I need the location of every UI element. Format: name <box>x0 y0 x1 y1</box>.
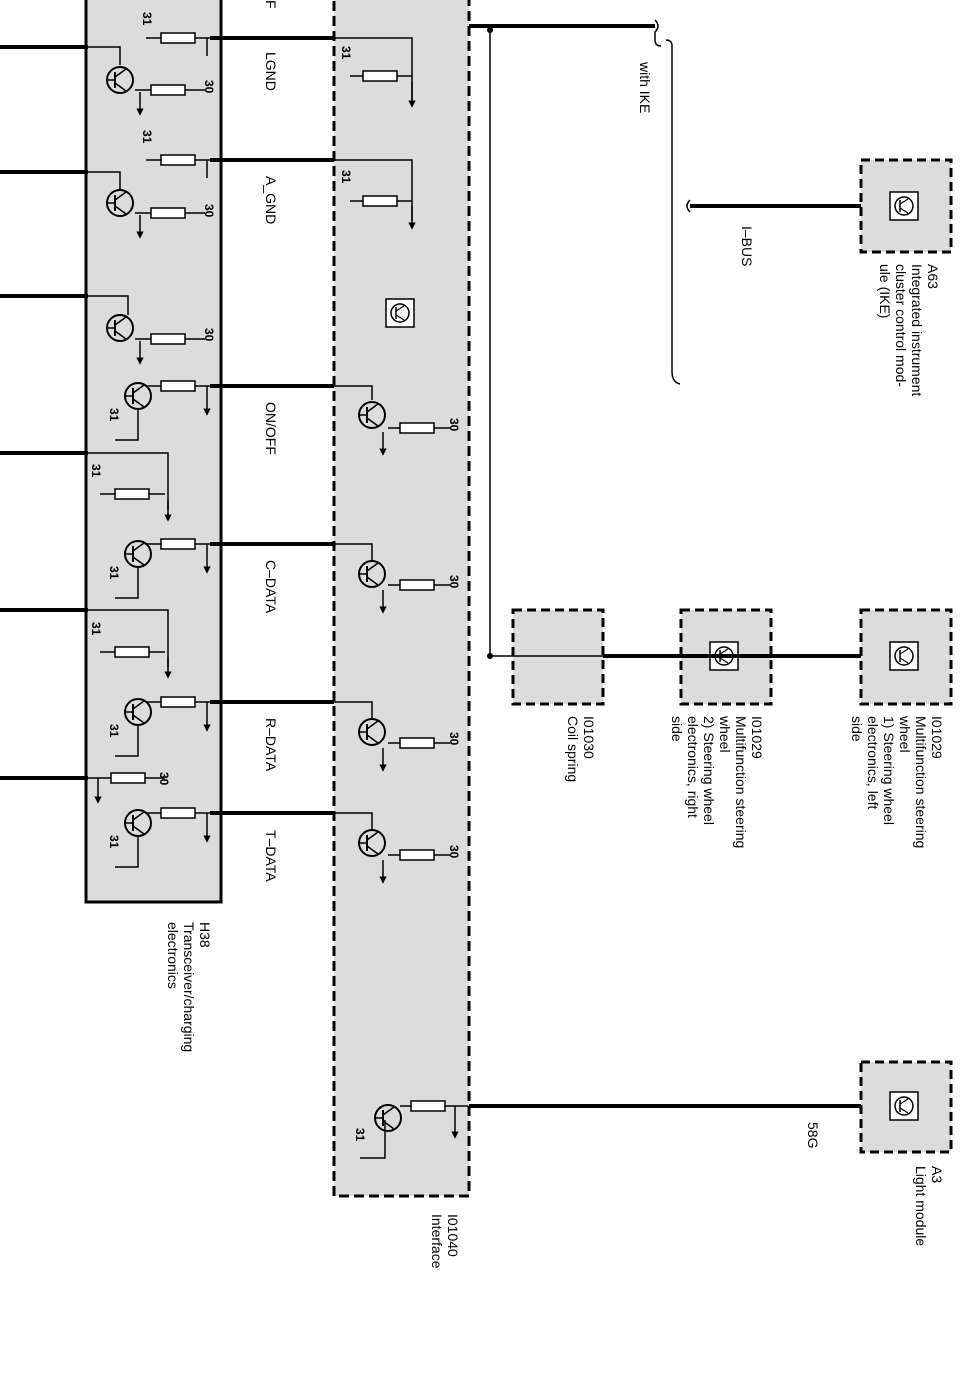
svg-text:31: 31 <box>339 170 353 184</box>
bus-labels: with IKE I–BUS 58G <box>637 61 821 1148</box>
component-labels: H38 Transceiver/charging electronics I01… <box>165 264 945 1269</box>
a63-label: A63 Integrated instrument cluster contro… <box>877 264 941 396</box>
svg-text:Interface: Interface <box>429 1214 445 1269</box>
i-bus-label: I–BUS <box>739 226 755 266</box>
svg-text:31: 31 <box>107 724 121 738</box>
i01030-label: I01030 Coil spring <box>565 716 597 782</box>
svg-text:2) Steering wheel: 2) Steering wheel <box>701 716 717 825</box>
svg-text:electronics, left: electronics, left <box>865 716 881 809</box>
svg-text:31: 31 <box>107 835 121 849</box>
svg-text:31: 31 <box>140 130 154 144</box>
i01040-ecu-icon <box>385 298 415 328</box>
svg-text:Transceiver/charging: Transceiver/charging <box>181 922 197 1052</box>
i01029-left-ecu-icon <box>889 641 919 671</box>
58g-label: 58G <box>805 1122 821 1148</box>
svg-text:31: 31 <box>107 566 121 580</box>
svg-text:A63: A63 <box>925 264 941 289</box>
svg-text:I01030: I01030 <box>581 716 597 759</box>
signal-label-c-data: C–DATA <box>263 560 279 614</box>
signal-label-lgnd: LGND <box>263 52 279 91</box>
h38-label: H38 Transceiver/charging electronics <box>165 922 213 1052</box>
svg-text:30: 30 <box>202 80 216 94</box>
svg-text:side: side <box>849 716 865 742</box>
ground-arrows <box>164 82 416 679</box>
svg-text:30: 30 <box>447 418 461 432</box>
bus-wiring <box>469 19 861 1108</box>
svg-text:cluster control mod-: cluster control mod- <box>893 264 909 387</box>
svg-text:side: side <box>669 716 685 742</box>
svg-text:30: 30 <box>447 732 461 746</box>
svg-text:I01029: I01029 <box>749 716 765 759</box>
signal-label-partial: F <box>263 0 279 9</box>
svg-text:30: 30 <box>447 845 461 859</box>
signal-label-t-data: T–DATA <box>263 830 279 882</box>
left-wires <box>0 45 88 780</box>
svg-text:30: 30 <box>157 772 171 786</box>
h38-box <box>84 0 223 904</box>
a3-ecu-icon <box>889 1091 919 1121</box>
svg-text:H38: H38 <box>197 922 213 948</box>
svg-text:ule (IKE): ule (IKE) <box>877 264 893 318</box>
svg-text:I01040: I01040 <box>445 1214 461 1257</box>
i01040-label: I01040 Interface <box>429 1214 461 1269</box>
svg-text:Multifunction steering: Multifunction steering <box>733 716 749 848</box>
svg-text:31: 31 <box>89 464 103 478</box>
a3-label: A3 Light module <box>913 1166 945 1246</box>
svg-text:1) Steering wheel: 1) Steering wheel <box>881 716 897 825</box>
svg-text:wheel: wheel <box>717 715 733 753</box>
svg-text:31: 31 <box>140 12 154 26</box>
i01029-left-label: I01029 Multifunction steering wheel 1) S… <box>849 715 945 848</box>
signal-lines <box>210 36 334 815</box>
svg-text:wheel: wheel <box>897 715 913 753</box>
i01029-right-label: I01029 Multifunction steering wheel 2) S… <box>669 715 765 848</box>
terminal-labels: 31 30 31 30 30 31 31 31 31 31 30 31 31 3… <box>89 12 461 1142</box>
signal-label-r-data: R–DATA <box>263 718 279 772</box>
signal-labels: F LGND A_GND ON/OFF C–DATA R–DATA T–DATA <box>263 0 279 882</box>
svg-text:A3: A3 <box>929 1166 945 1183</box>
svg-text:electronics, right: electronics, right <box>685 716 701 818</box>
signal-label-on-off: ON/OFF <box>263 402 279 455</box>
svg-text:30: 30 <box>447 575 461 589</box>
svg-text:31: 31 <box>353 1128 367 1142</box>
svg-text:Light module: Light module <box>913 1166 929 1246</box>
svg-text:Integrated instrument: Integrated instrument <box>909 264 925 396</box>
svg-text:electronics: electronics <box>165 922 181 989</box>
svg-text:30: 30 <box>202 328 216 342</box>
i01030-box <box>511 608 605 706</box>
signal-label-a-gnd: A_GND <box>263 176 279 224</box>
with-ike-label: with IKE <box>637 61 653 113</box>
svg-text:31: 31 <box>89 622 103 636</box>
svg-text:I01029: I01029 <box>929 716 945 759</box>
svg-text:Coil spring: Coil spring <box>565 716 581 782</box>
a63-ecu-icon <box>889 191 919 221</box>
svg-text:30: 30 <box>202 204 216 218</box>
svg-text:Multifunction steering: Multifunction steering <box>913 716 929 848</box>
svg-text:31: 31 <box>339 46 353 60</box>
i01040-box <box>332 0 471 1198</box>
svg-text:31: 31 <box>107 408 121 422</box>
